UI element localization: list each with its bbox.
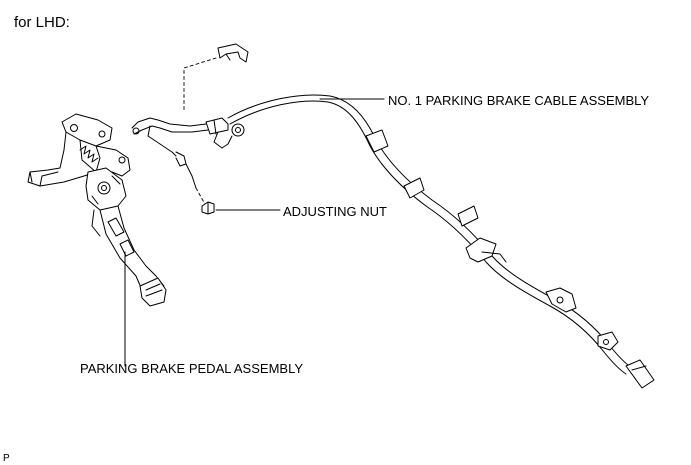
parking-brake-cable — [227, 94, 655, 389]
pedal-assembly-label: PARKING BRAKE PEDAL ASSEMBLY — [80, 361, 304, 376]
parking-brake-pedal-assembly — [27, 113, 167, 307]
clip-dashed-line — [183, 57, 217, 113]
nut-dashed-line — [195, 187, 207, 207]
retaining-clip — [217, 43, 249, 63]
adjusting-nut-label: ADJUSTING NUT — [283, 204, 387, 219]
adjusting-nut — [201, 201, 215, 215]
illustration-code: P — [3, 453, 10, 464]
cable-front-end — [131, 117, 245, 189]
cable-assembly-label: NO. 1 PARKING BRAKE CABLE ASSEMBLY — [388, 93, 650, 108]
diagram-heading: for LHD: — [14, 14, 70, 31]
